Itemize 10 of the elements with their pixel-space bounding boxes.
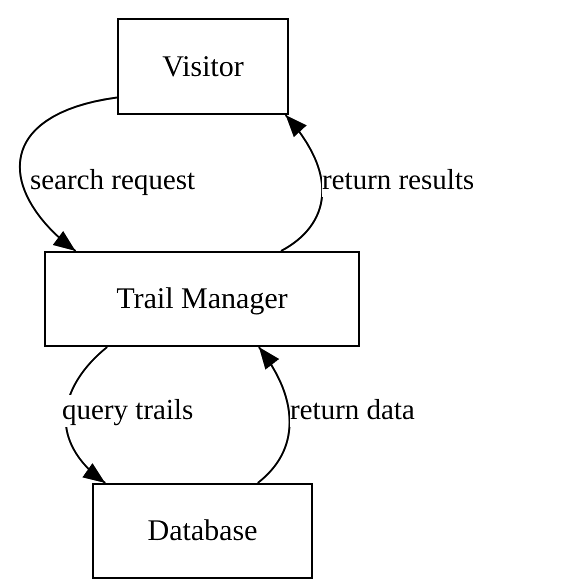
arrow — [19, 96, 118, 252]
process-box — [117, 18, 289, 115]
node-label: Visitor — [162, 50, 244, 84]
process-box — [44, 251, 360, 347]
edge-label: query trails — [62, 395, 194, 427]
node-label: Trail Manager — [116, 282, 288, 316]
process-box — [92, 483, 313, 579]
node-label: Database — [148, 514, 258, 548]
arrow — [280, 114, 324, 252]
arrow — [257, 346, 291, 484]
